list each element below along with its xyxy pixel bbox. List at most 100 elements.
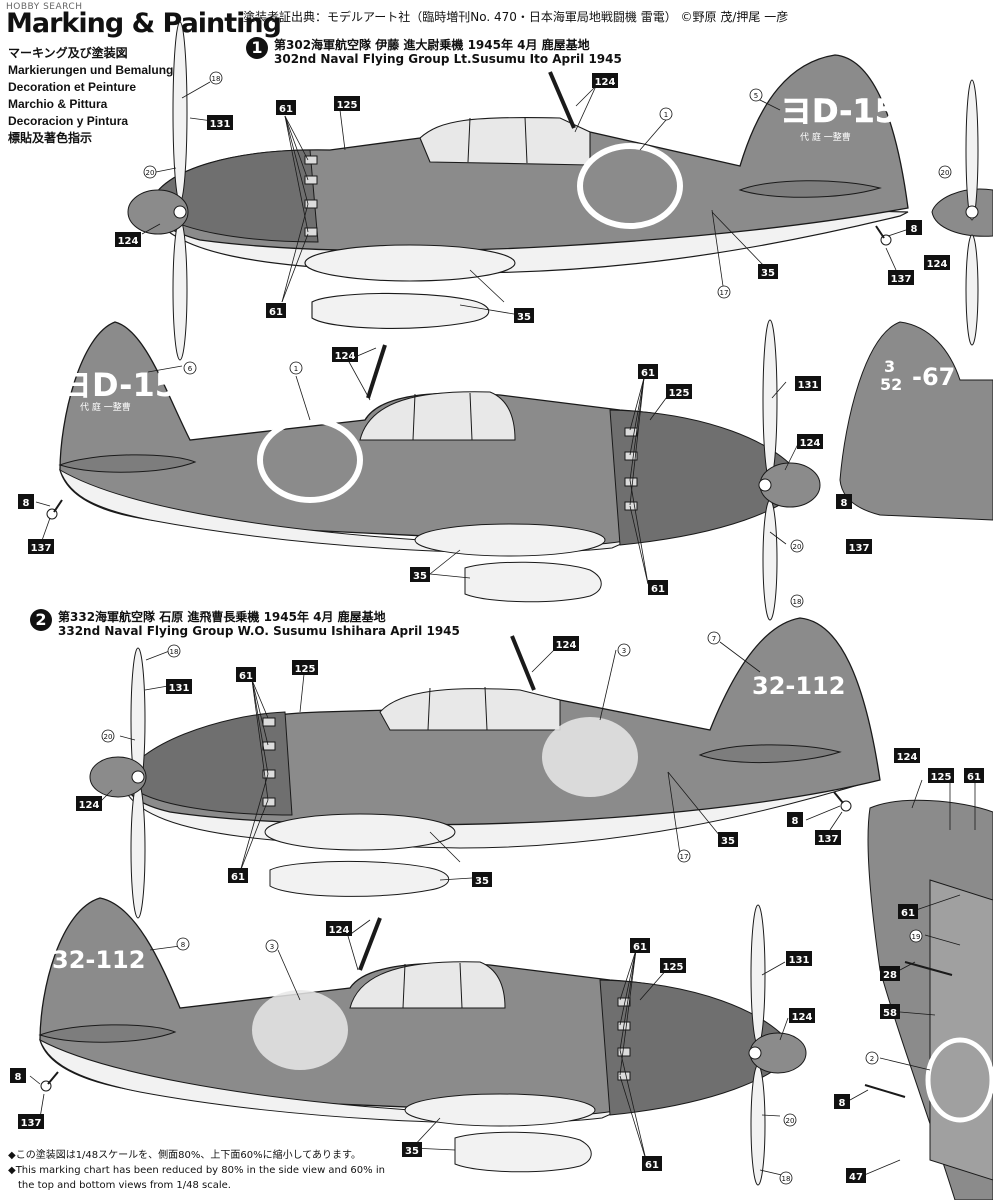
circle-20-a: 20: [143, 165, 157, 179]
aircraft-1b-tail-name: 代 庭 一整曹: [80, 401, 131, 413]
callout-61-h: 61: [642, 1156, 662, 1171]
svg-text:61: 61: [645, 1160, 659, 1171]
note-en-1: ◆This marking chart has been reduced by …: [8, 1165, 385, 1176]
circle-7: 7: [707, 631, 721, 645]
aircraft-2-left-profile: 32-112: [89, 617, 881, 919]
svg-text:1: 1: [294, 365, 298, 373]
svg-text:3: 3: [622, 647, 626, 655]
callout-124-c: 124: [924, 255, 950, 270]
callout-35-b: 35: [514, 308, 534, 323]
svg-text:137: 137: [891, 274, 912, 285]
circle-3-b: 3: [265, 939, 279, 953]
aircraft-1b-tail-code: ヨD-157: [60, 366, 199, 404]
svg-text:5: 5: [754, 92, 758, 100]
page-title: Marking & Painting: [6, 8, 282, 39]
callout-61-i: 61: [964, 768, 984, 783]
svg-text:125: 125: [669, 388, 690, 399]
svg-text:61: 61: [651, 584, 665, 595]
svg-text:124: 124: [329, 925, 350, 936]
aircraft-1-right-profile: ヨD-157 代 庭 一整曹: [46, 319, 821, 621]
callout-125-e: 125: [928, 768, 954, 783]
svg-text:8: 8: [181, 941, 185, 949]
svg-text:1: 1: [664, 111, 668, 119]
aircraft-2b-tail-code: 32-112: [52, 946, 145, 974]
svg-text:137: 137: [21, 1118, 42, 1129]
title-chinese: 標貼及著色指示: [8, 131, 93, 145]
aircraft-2-right-profile: 32-112: [38, 897, 807, 1186]
title-translations: マーキング及び塗装図 Markierungen und Bemalung Dec…: [8, 45, 178, 147]
circle-1-b: 1: [289, 361, 303, 375]
aircraft-1-canopy: [419, 116, 591, 166]
svg-text:18: 18: [212, 75, 221, 83]
svg-text:20: 20: [786, 1117, 795, 1125]
svg-text:47: 47: [849, 1172, 863, 1183]
svg-text:18: 18: [793, 598, 802, 606]
svg-text:131: 131: [798, 380, 819, 391]
svg-text:8: 8: [15, 1072, 22, 1083]
callout-131-a: 131: [207, 115, 233, 130]
svg-text:125: 125: [931, 772, 952, 783]
callout-124-b: 124: [592, 73, 618, 88]
svg-text:35: 35: [413, 571, 427, 582]
callout-125-b: 125: [666, 384, 692, 399]
svg-text:124: 124: [556, 640, 577, 651]
callout-124-f: 124: [76, 796, 102, 811]
svg-text:124: 124: [79, 800, 100, 811]
scheme-2-number: 2: [30, 609, 52, 631]
svg-text:61: 61: [641, 368, 655, 379]
circle-1-a: 1: [659, 107, 673, 121]
svg-text:131: 131: [169, 683, 190, 694]
source-reference: 塗装考証出典：モデルアート社（臨時増刊No. 470・日本海軍局地戦闘機 雷電）…: [243, 10, 789, 24]
svg-text:20: 20: [104, 733, 113, 741]
svg-text:19: 19: [912, 933, 921, 941]
aircraft-1-hinomaru: [577, 143, 683, 229]
callout-58: 58: [880, 1004, 900, 1019]
scheme-1-number: 1: [246, 37, 268, 59]
aircraft-1-left-profile: ヨD-157 代 庭 一整曹: [127, 21, 920, 361]
circle-6: 6: [183, 361, 197, 375]
partial-tail-code-1: 3: [884, 357, 895, 376]
circle-8: 8: [176, 937, 190, 951]
svg-text:8: 8: [841, 498, 848, 509]
svg-text:8: 8: [792, 816, 799, 827]
scale-notes: ◆この塗装図は1/48スケールを、側面80%、上下面60%に縮小してあります。 …: [8, 1148, 428, 1193]
aircraft-1-wing: [304, 244, 516, 282]
callout-28: 28: [880, 966, 900, 981]
title-japanese: マーキング及び塗装図: [8, 46, 128, 60]
callout-35-c: 35: [410, 567, 430, 582]
aircraft-1-spinner: [127, 189, 189, 235]
aircraft-1-tailplane: [738, 180, 882, 198]
svg-text:2: 2: [870, 1055, 874, 1063]
callout-47: 47: [846, 1168, 866, 1183]
callout-35-a: 35: [758, 264, 778, 279]
circle-19: 19: [909, 929, 923, 943]
callout-137-e: 137: [18, 1114, 44, 1129]
circle-20-e: 20: [783, 1113, 797, 1127]
svg-text:20: 20: [146, 169, 155, 177]
circle-20-b: 20: [938, 165, 952, 179]
callout-61-d: 61: [648, 580, 668, 595]
svg-text:137: 137: [31, 543, 52, 554]
circle-20-c: 20: [790, 539, 804, 553]
callout-8-f: 8: [834, 1094, 850, 1109]
svg-text:6: 6: [188, 365, 193, 373]
scheme-2-title-jp: 第332海軍航空隊 石原 進飛曹長乗機 1945年 4月 鹿屋基地: [58, 610, 386, 624]
circle-20-d: 20: [101, 729, 115, 743]
svg-text:61: 61: [269, 307, 283, 318]
svg-text:125: 125: [295, 664, 316, 675]
svg-text:61: 61: [633, 942, 647, 953]
svg-text:61: 61: [239, 671, 253, 682]
note-en-2: the top and bottom views from 1/48 scale…: [18, 1180, 231, 1191]
svg-text:125: 125: [337, 100, 358, 111]
svg-text:125: 125: [663, 962, 684, 973]
aircraft-2-hinomaru: [542, 717, 638, 797]
aircraft-1b-canopy: [359, 391, 516, 441]
title-german: Markierungen und Bemalung: [8, 63, 174, 77]
aircraft-1-fuselage: [149, 54, 909, 252]
svg-text:137: 137: [849, 543, 870, 554]
callout-61-e: 61: [236, 667, 256, 682]
aircraft-1-cowling: [149, 149, 319, 243]
svg-text:124: 124: [927, 259, 948, 270]
callout-137-b: 137: [28, 539, 54, 554]
